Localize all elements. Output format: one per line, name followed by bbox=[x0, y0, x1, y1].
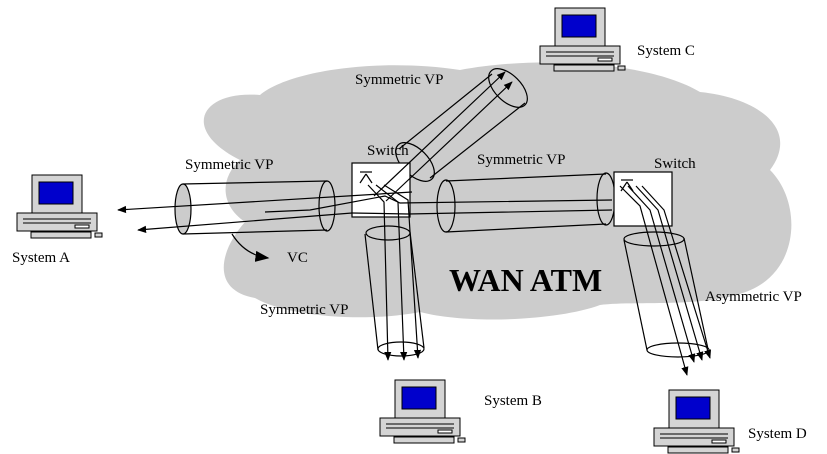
system-d-label: System D bbox=[748, 426, 807, 442]
vp-label-system-a: Symmetric VP bbox=[185, 157, 274, 173]
computer-icon bbox=[539, 7, 626, 72]
wan-atm-label: WAN ATM bbox=[449, 262, 603, 298]
vp-label-system-b: Symmetric VP bbox=[260, 302, 349, 318]
computer-icon bbox=[653, 389, 740, 454]
vc-lines bbox=[117, 71, 712, 376]
system-b-label: System B bbox=[484, 393, 542, 409]
vc-label: VC bbox=[287, 250, 308, 266]
wan-cloud bbox=[203, 62, 792, 320]
vp-label-system-c: Symmetric VP bbox=[355, 72, 444, 88]
vp-label-between-switches: Symmetric VP bbox=[477, 152, 566, 168]
system-c-label: System C bbox=[637, 43, 695, 59]
vp-tube-system-a bbox=[174, 180, 336, 235]
switch-right-label: Switch bbox=[654, 156, 696, 172]
switch-left-label: Switch bbox=[367, 143, 409, 159]
switch-icon bbox=[359, 171, 373, 184]
computer-icon bbox=[16, 174, 103, 239]
system-a-label: System A bbox=[12, 250, 70, 266]
vp-label-system-d: Asymmetric VP bbox=[705, 289, 802, 305]
computer-icon bbox=[379, 379, 466, 444]
vc-arrow bbox=[231, 233, 270, 262]
